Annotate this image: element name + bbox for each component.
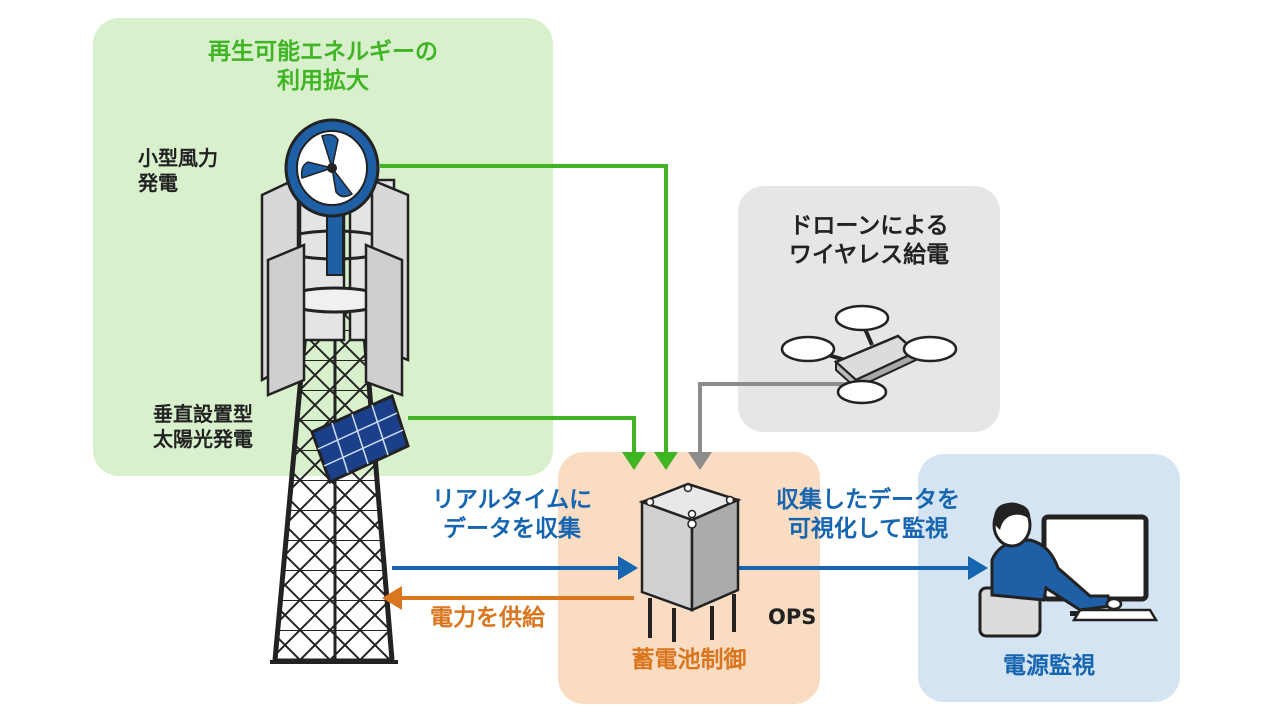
- ops-battery-box-icon: [638, 482, 742, 642]
- renewable-title-line1: 再生可能エネルギーの: [208, 39, 438, 65]
- solar-power-label-line1: 垂直設置型: [153, 402, 253, 426]
- visualize-monitor-label: 収集したデータを 可視化して監視: [748, 486, 988, 544]
- drone-icon: [780, 304, 958, 405]
- power-monitoring-label: 電源監視: [1003, 653, 1095, 679]
- collect-data-label-line1: リアルタイムに: [431, 487, 593, 513]
- gray-wireless-arrow: [688, 382, 848, 470]
- visualize-monitor-label-line2: 可視化して監視: [787, 515, 949, 542]
- wind-power-label: 小型風力 発電: [138, 146, 218, 196]
- blue-data-arrows: [392, 556, 988, 580]
- drone-title-line1: ドローンによる: [789, 213, 949, 239]
- renewable-title-line2: 利用拡大: [277, 67, 369, 94]
- orange-supply-arrow: [382, 586, 634, 610]
- supply-power-label: 電力を供給: [430, 605, 545, 631]
- wind-power-label-line2: 発電: [138, 171, 178, 195]
- vertical-solar-panel-icon: [310, 393, 410, 485]
- solar-power-label-line2: 太陽光発電: [153, 427, 253, 451]
- ops-label: OPS: [768, 605, 817, 629]
- renewable-title: 再生可能エネルギーの 利用拡大: [167, 38, 479, 96]
- battery-control-label: 蓄電池制御: [631, 647, 747, 673]
- drone-title-line2: ワイヤレス給電: [788, 241, 950, 268]
- wind-turbine-housing-icon: [260, 118, 410, 397]
- collect-data-label-line2: データを収集: [443, 515, 581, 542]
- wind-power-label-line1: 小型風力: [138, 146, 218, 170]
- drone-title: ドローンによる ワイヤレス給電: [760, 212, 978, 270]
- person-at-computer-icon: [978, 502, 1159, 638]
- green-power-arrows: [380, 164, 678, 470]
- solar-power-label: 垂直設置型 太陽光発電: [153, 402, 253, 452]
- collect-data-label: リアルタイムに データを収集: [396, 486, 628, 544]
- visualize-monitor-label-line1: 収集したデータを: [776, 487, 960, 513]
